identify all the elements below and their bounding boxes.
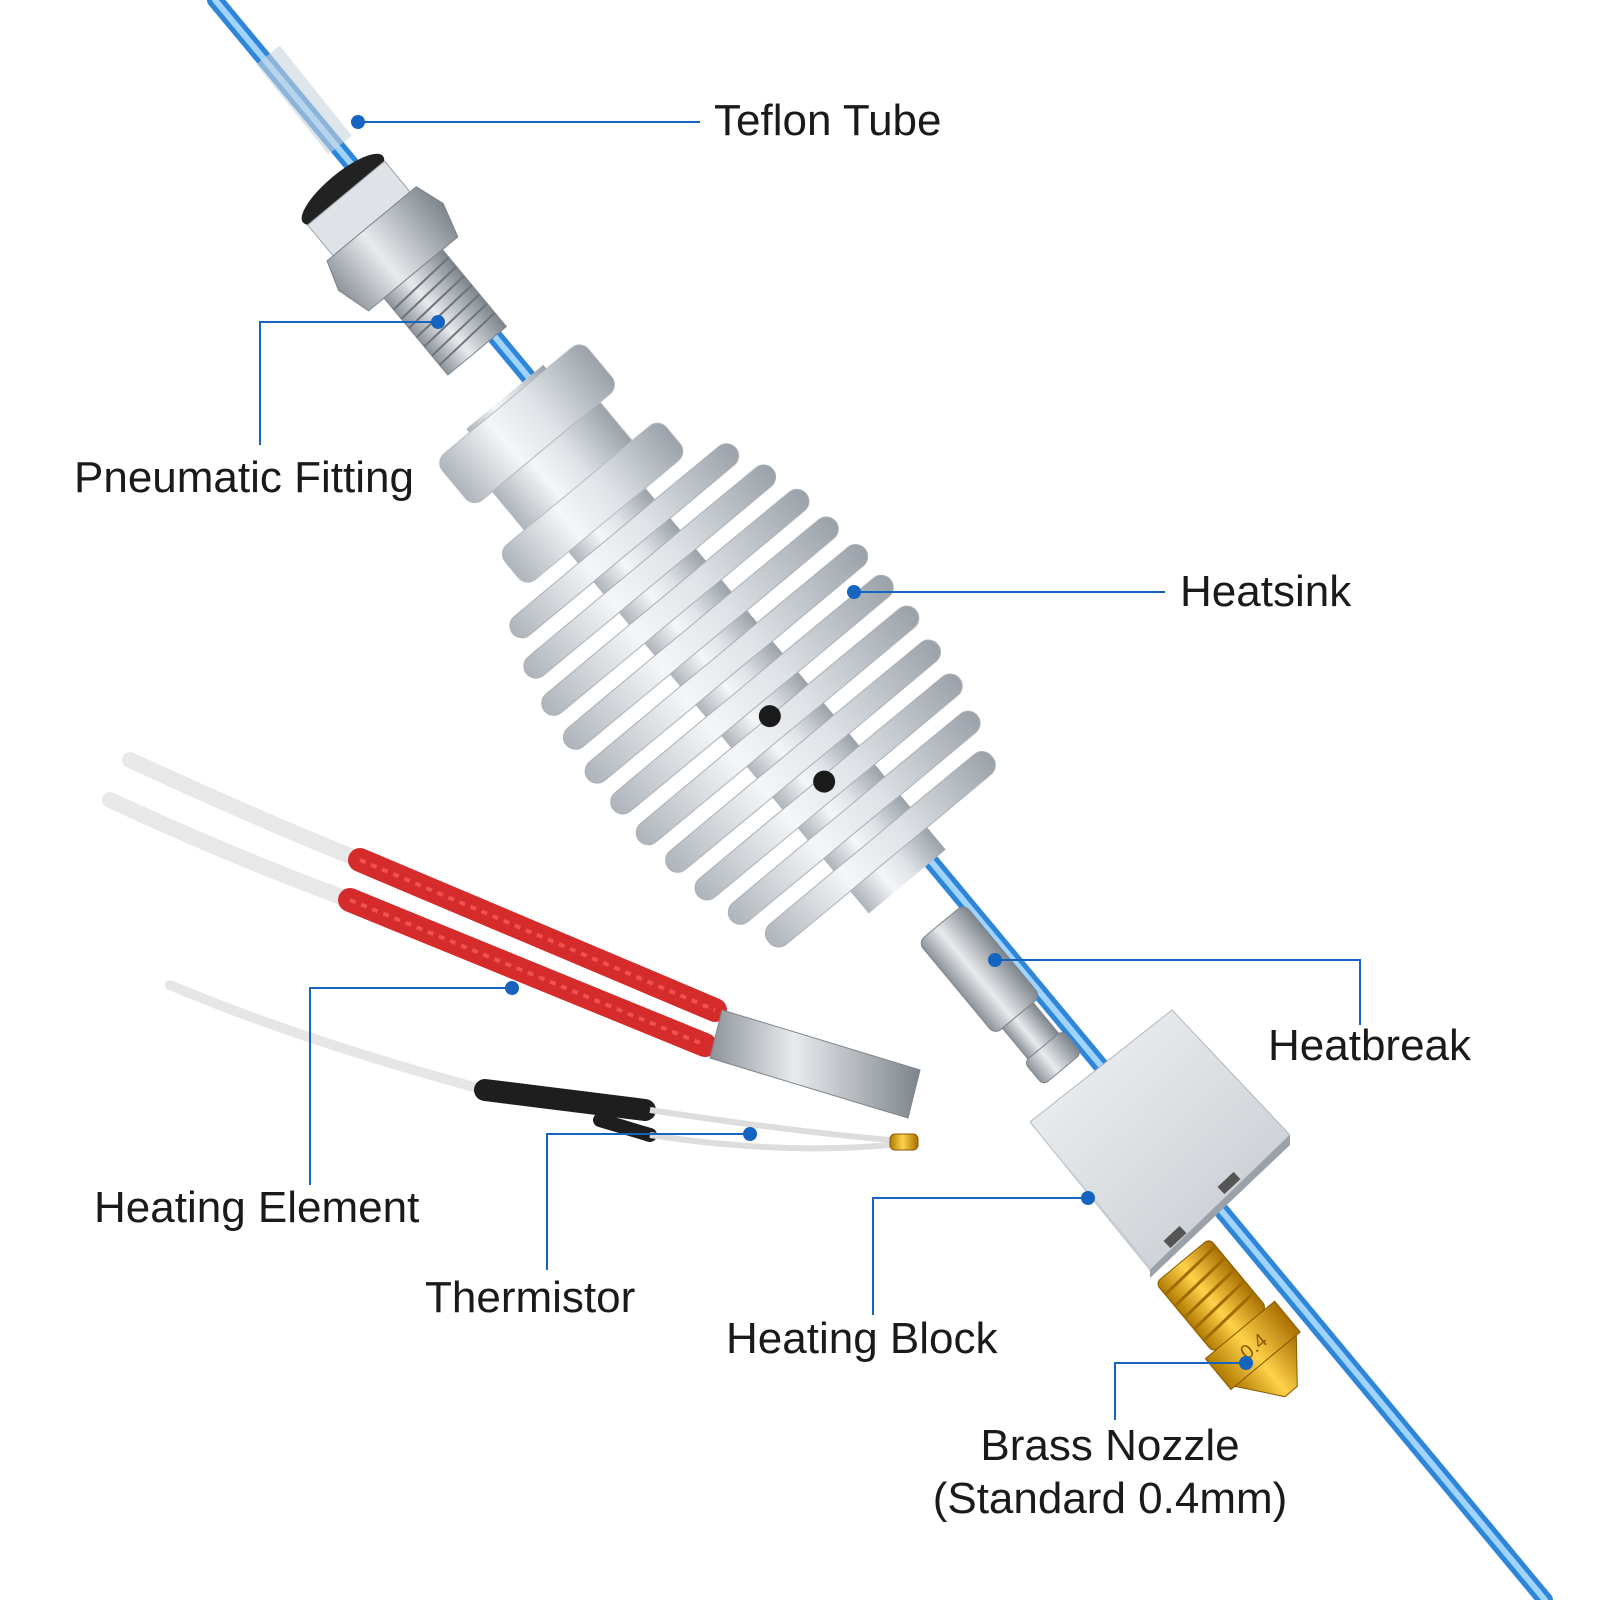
label-heating-element: Heating Element bbox=[94, 1183, 420, 1232]
label-teflon-tube: Teflon Tube bbox=[714, 96, 942, 145]
callout-dot-icon bbox=[847, 585, 861, 599]
callout-dots bbox=[351, 115, 1253, 1370]
brass-nozzle: 0.4 bbox=[1157, 1240, 1301, 1398]
screw-hole bbox=[813, 770, 836, 793]
screw-hole bbox=[758, 705, 781, 728]
heatsink bbox=[439, 344, 996, 948]
callout-line-heatbreak bbox=[995, 959, 1361, 1025]
callout-line-brass-nozzle bbox=[1114, 1362, 1246, 1420]
label-heatsink: Heatsink bbox=[1180, 567, 1352, 616]
label-pneumatic-fitting: Pneumatic Fitting bbox=[74, 453, 414, 502]
thermistor bbox=[165, 980, 919, 1152]
brass-nozzle-title: Brass Nozzle bbox=[980, 1421, 1240, 1470]
heatsink-fins bbox=[509, 443, 996, 948]
label-thermistor: Thermistor bbox=[425, 1273, 636, 1322]
callout-line-heating-block bbox=[872, 1197, 1088, 1315]
pneumatic-fitting bbox=[301, 153, 508, 376]
callout-line-thermistor bbox=[546, 1133, 750, 1270]
label-heatbreak: Heatbreak bbox=[1268, 1021, 1472, 1070]
callout-dot-icon bbox=[1081, 1191, 1095, 1205]
callout-dot-icon bbox=[431, 315, 445, 329]
callout-dot-icon bbox=[351, 115, 365, 129]
callout-dot-icon bbox=[743, 1127, 757, 1141]
label-heating-block: Heating Block bbox=[726, 1314, 998, 1363]
callout-line-pneumatic-fitting bbox=[259, 321, 438, 445]
heatbreak bbox=[920, 906, 1080, 1084]
callout-lines bbox=[259, 121, 1361, 1420]
callout-dot-icon bbox=[988, 953, 1002, 967]
teflon-tube bbox=[256, 45, 352, 155]
callout-line-heating-element bbox=[309, 987, 512, 1185]
brass-nozzle-detail: (Standard 0.4mm) bbox=[932, 1473, 1288, 1523]
callout-dot-icon bbox=[505, 981, 519, 995]
heating-element bbox=[102, 752, 921, 1119]
label-brass-nozzle: Brass Nozzle (Standard 0.4mm) bbox=[930, 1420, 1290, 1526]
callout-dot-icon bbox=[1239, 1356, 1253, 1370]
